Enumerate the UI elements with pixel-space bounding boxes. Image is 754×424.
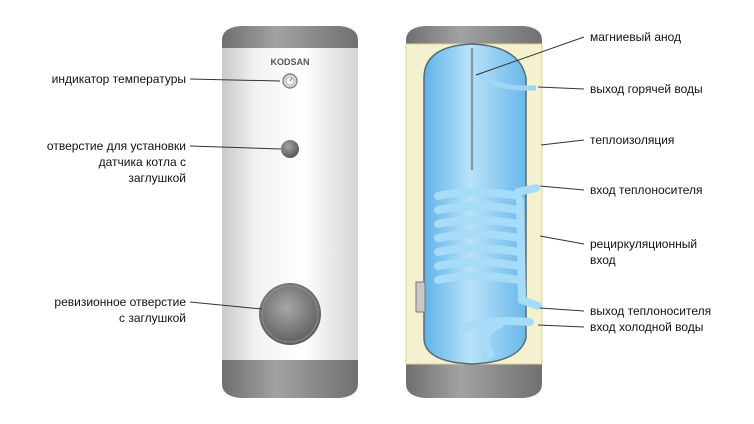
label-inspection-hole: ревизионное отверстие с заглушкой <box>54 295 186 325</box>
temperature-gauge-icon <box>282 73 298 89</box>
label-recirculation-inlet: рециркуляционный вход <box>590 237 698 267</box>
callout-lines <box>189 36 585 328</box>
label-temperature-indicator: индикатор температуры <box>51 72 186 86</box>
tank-cutaway <box>405 26 543 398</box>
inspection-flange <box>259 283 321 345</box>
label-heat-carrier-outlet: выход теплоносителя <box>590 304 712 318</box>
brand-logo: KODSAN <box>270 57 309 67</box>
label-magnesium-anode: магниевый анод <box>590 30 682 44</box>
label-sensor-hole: отверстие для установки датчика котла с … <box>46 139 186 185</box>
label-cold-water-inlet: вход холодной воды <box>590 320 704 334</box>
label-heat-carrier-inlet: вход теплоносителя <box>590 183 703 197</box>
tank-exterior: KODSAN <box>222 26 358 398</box>
heating-coil <box>434 184 542 358</box>
hot-outlet-pipe <box>475 70 536 91</box>
label-insulation: теплоизоляция <box>590 133 675 147</box>
label-hot-water-outlet: выход горячей воды <box>590 82 703 96</box>
sensor-plug <box>281 140 299 158</box>
